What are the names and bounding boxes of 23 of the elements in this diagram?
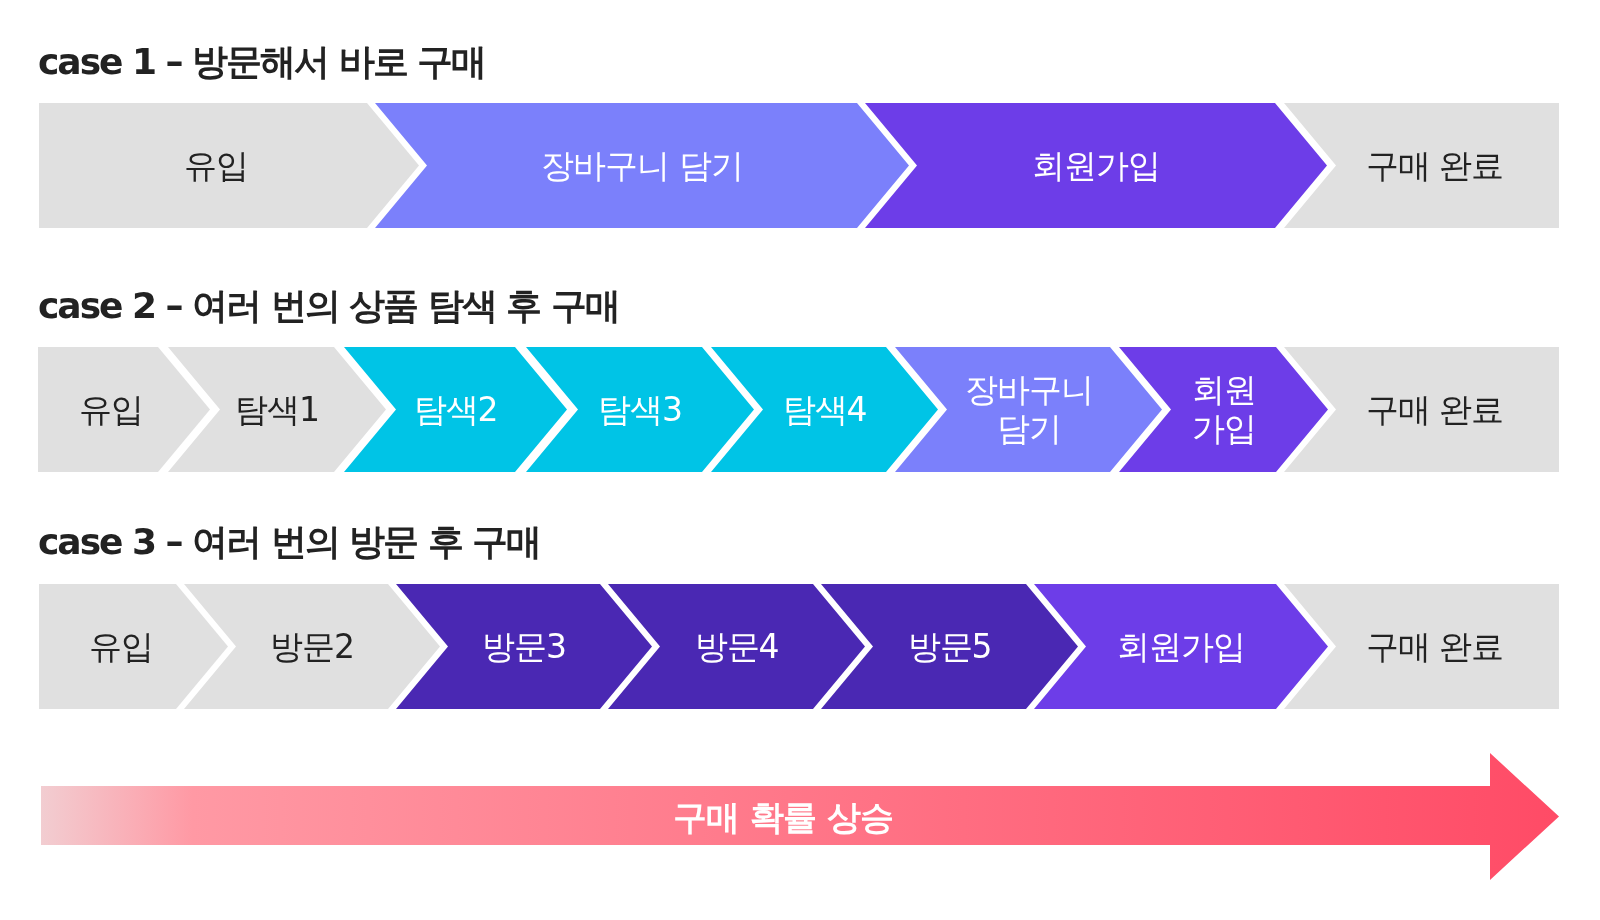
step-label: 구매 완료 — [1365, 626, 1504, 667]
step-label: 회원가입 — [1032, 145, 1160, 186]
case-heading: case 3 – 여러 번의 방문 후 구매 — [38, 520, 541, 564]
arrow-label: 구매 확률 상승 — [673, 796, 893, 837]
step-label: 탐색4 — [782, 389, 867, 430]
step-label: 방문5 — [907, 626, 992, 667]
step-label: 회원가입 — [1117, 626, 1245, 667]
step-label: 방문2 — [270, 626, 354, 667]
step-label: 장바구니 담기 — [541, 145, 743, 186]
step-label: 유입 — [88, 626, 153, 667]
step-label: 탐색1 — [235, 389, 319, 430]
case-heading: case 1 – 방문해서 바로 구매 — [38, 40, 486, 84]
step-label: 구매 완료 — [1365, 389, 1504, 430]
step-label: 탐색2 — [413, 389, 498, 430]
step-label: 회원 가입 — [1190, 369, 1257, 450]
step-label: 탐색3 — [598, 389, 682, 430]
step-label: 구매 완료 — [1365, 145, 1504, 186]
step-label: 장바구니 담기 — [963, 369, 1094, 450]
step-label: 유입 — [184, 145, 248, 186]
case-heading: case 2 – 여러 번의 상품 탐색 후 구매 — [38, 284, 619, 328]
step-label: 방문3 — [482, 626, 566, 667]
step-label: 방문4 — [694, 626, 779, 667]
step-label: 유입 — [79, 389, 143, 430]
